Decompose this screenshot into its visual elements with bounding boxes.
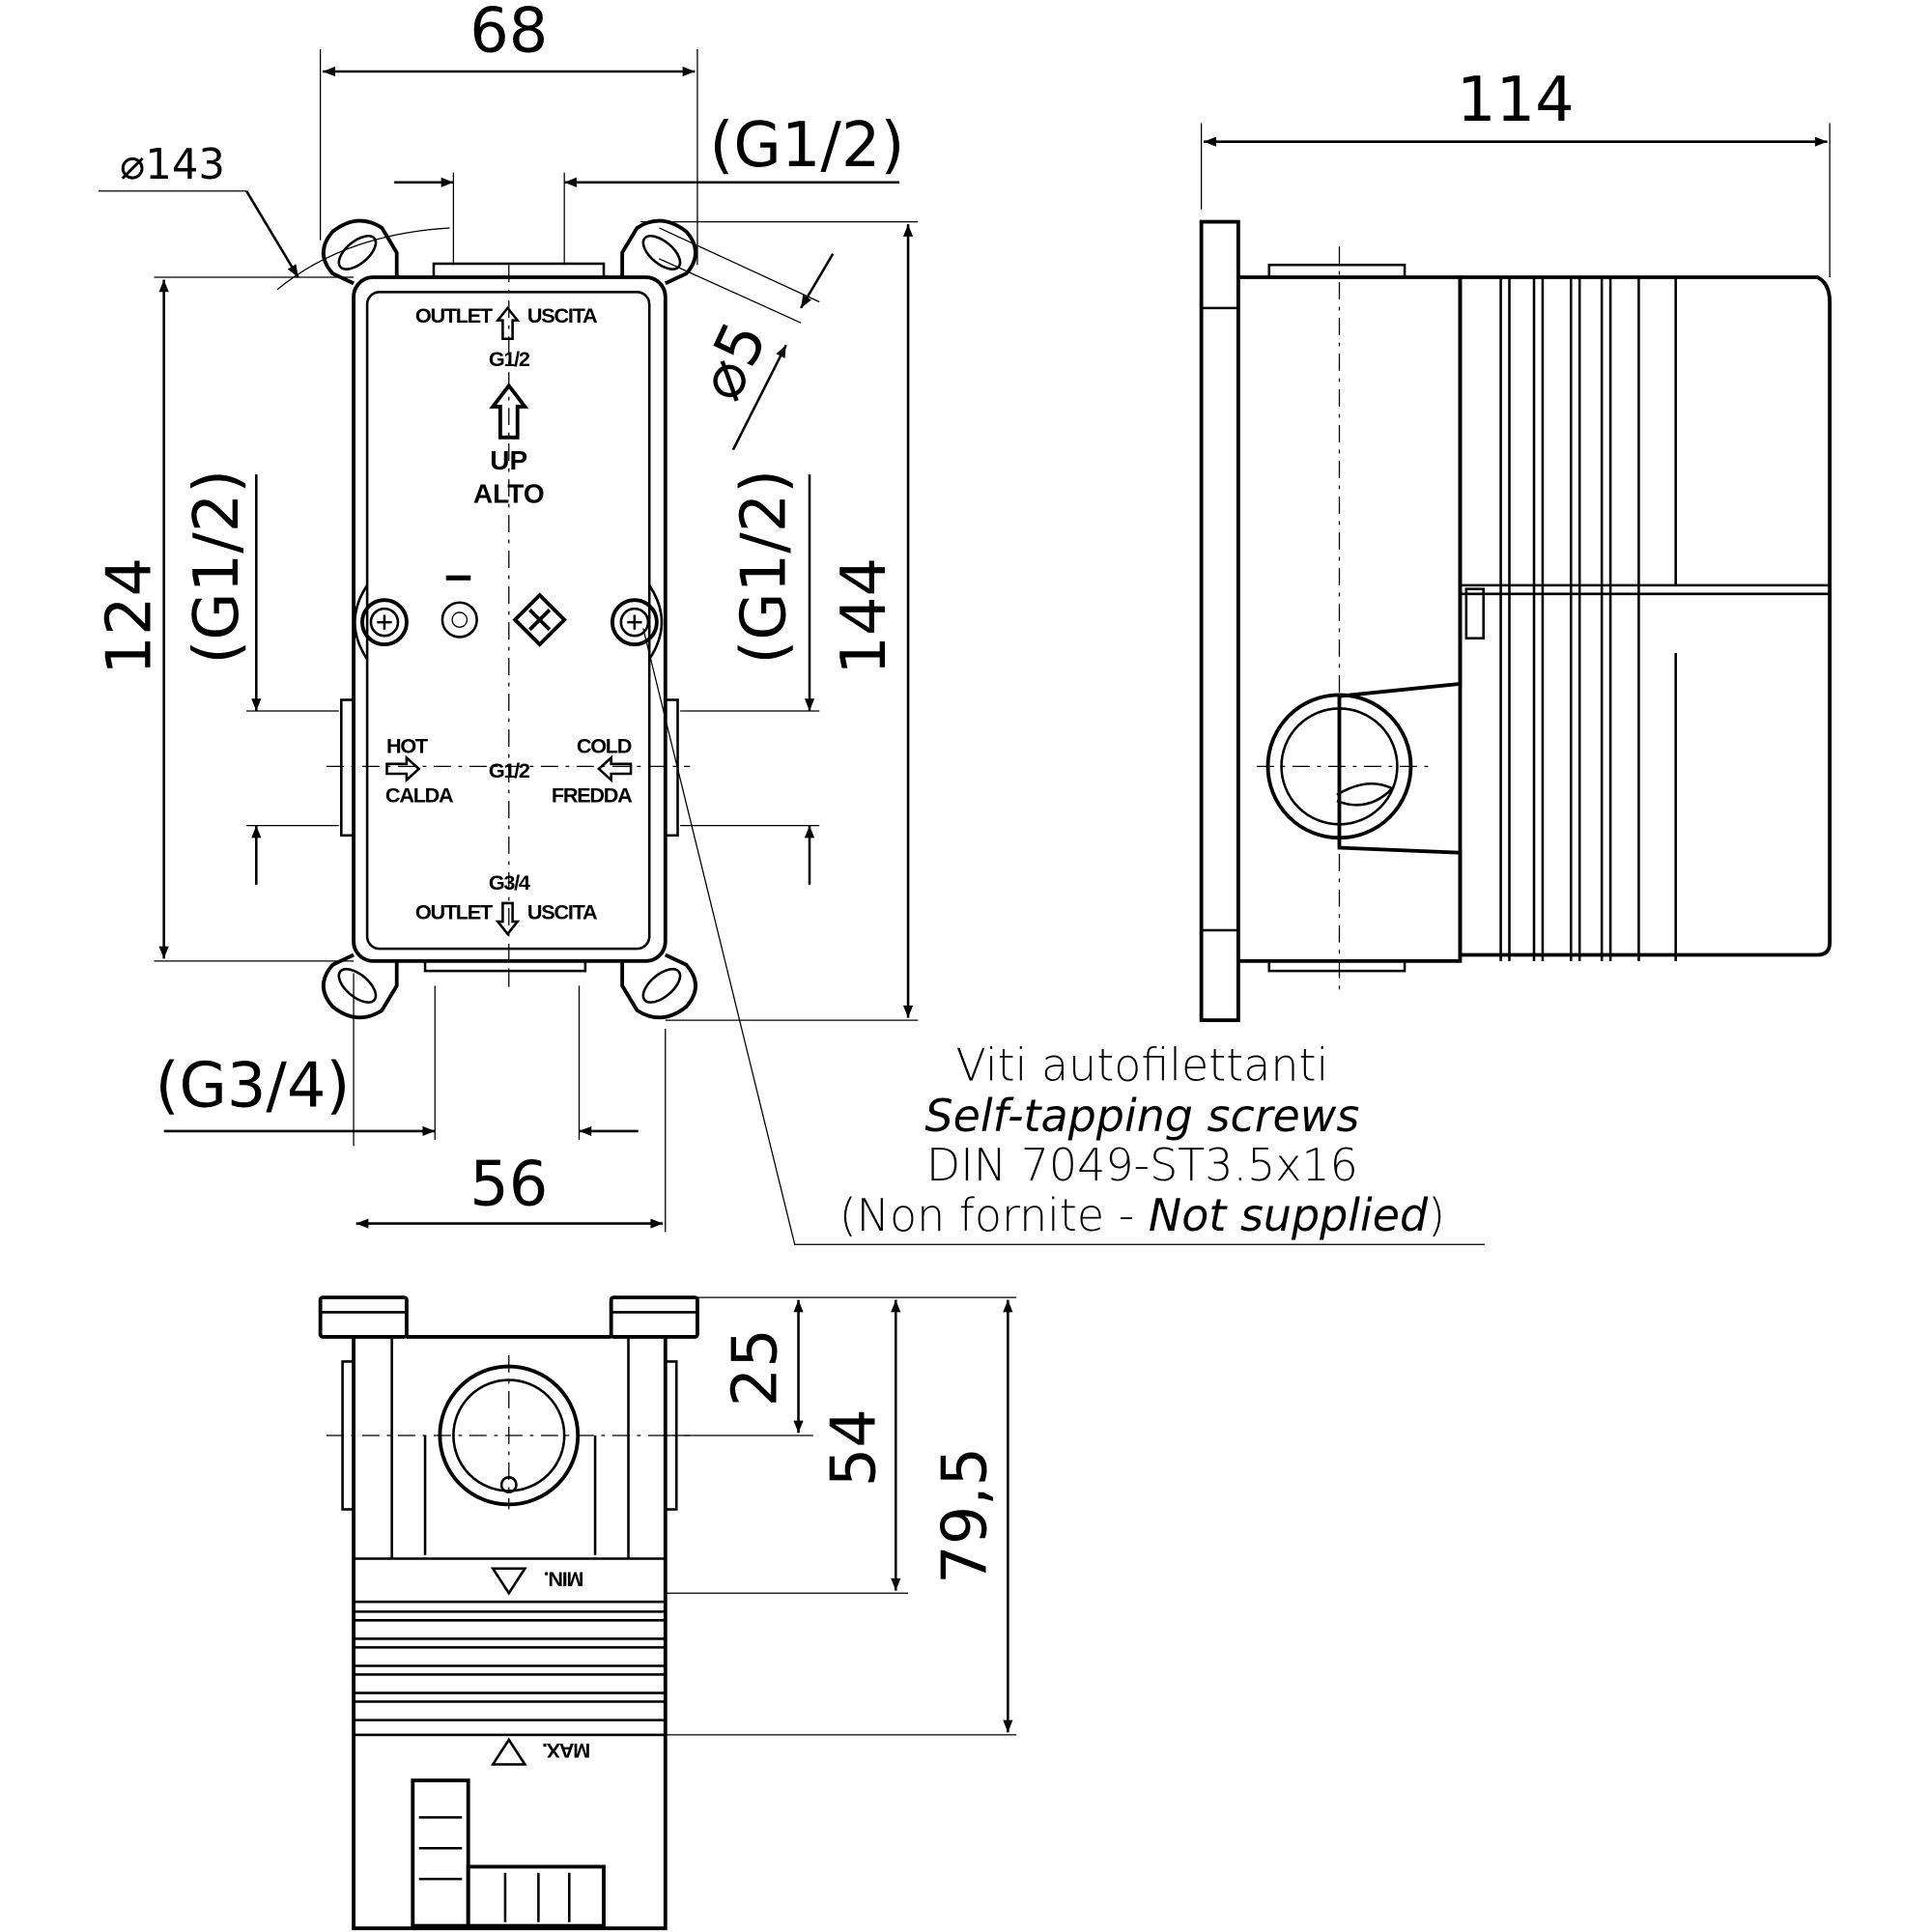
side-body [1237, 275, 1463, 963]
screw-note: Viti autofilettanti Self-tapping screws … [839, 1039, 1445, 1242]
note-line-4-end: ) [1428, 1189, 1445, 1241]
note-line-4-italic: Not supplied [1149, 1189, 1429, 1241]
brand-logo-icon [512, 592, 567, 647]
screw-right [611, 584, 664, 661]
dim-diameter-value: 143 [145, 141, 225, 189]
label-cold: COLD [577, 733, 632, 757]
arrow-up-small-icon [495, 305, 521, 341]
side-flange [1199, 219, 1240, 1023]
label-uscita-bottom: USCITA [527, 900, 598, 924]
top-outlet-boss [432, 262, 606, 279]
label-max: MAX. [543, 1739, 590, 1763]
label-calda: CALDA [385, 782, 454, 807]
front-dimensions: 68 (G1/2) ⌀143 124 (G1/2) (G1/2) 144 ⌀5 … [95, 0, 1485, 1245]
label-outlet-bottom: OUTLET [415, 900, 493, 924]
dim-68: 68 [469, 0, 548, 68]
dim-right-thread: (G1/2) [729, 469, 801, 665]
date-stamp-icon [440, 575, 478, 639]
note-line-3: DIN 7049-ST3.5x16 [926, 1139, 1358, 1191]
arrow-up-icon [489, 383, 529, 440]
dim-top-thread: (G1/2) [710, 110, 905, 182]
arrow-down-icon [495, 901, 521, 936]
dim-114: 114 [1457, 65, 1575, 136]
label-alto: ALTO [473, 478, 545, 508]
dim-bottom-thread: (G3/4) [156, 1050, 351, 1122]
arrow-right-icon [385, 754, 421, 783]
label-thread-top: G1/2 [489, 347, 530, 371]
arrow-left-icon [596, 754, 633, 783]
label-outlet-top: OUTLET [415, 303, 493, 327]
dim-144: 144 [829, 557, 900, 675]
dim-25: 25 [721, 1328, 792, 1406]
label-thread-mid: G1/2 [489, 758, 530, 782]
mounting-lugs [321, 218, 697, 1020]
min-triangle-icon [490, 1567, 527, 1596]
side-drum [1458, 275, 1833, 957]
max-triangle-icon [490, 1737, 527, 1766]
note-line-2: Self-tapping screws [924, 1090, 1359, 1142]
bottom-view: MIN. MAX. 25 54 79,5 [318, 1295, 1017, 1931]
front-view: OUTLET USCITA G1/2 UP ALTO HOT CALDA G1/… [321, 218, 697, 1020]
bottom-body [352, 1335, 668, 1931]
bottom-outlet-boss [423, 959, 587, 973]
note-line-4: (Non fornite - Not supplied) [839, 1189, 1445, 1241]
dim-left-thread: (G1/2) [182, 469, 253, 665]
label-fredda: FREDDA [552, 782, 633, 807]
dim-79-5: 79,5 [929, 1447, 1001, 1584]
dim-diameter-143: ⌀143 [120, 141, 225, 189]
dim-screw-hole: ⌀5 [685, 311, 781, 411]
note-line-1: Viti autofilettanti [956, 1039, 1329, 1092]
note-line-4-regular: (Non fornite - [839, 1189, 1149, 1241]
screw-left [354, 584, 409, 661]
dim-54: 54 [819, 1408, 891, 1487]
diameter-symbol: ⌀ [120, 141, 145, 189]
label-up: UP [490, 445, 527, 475]
left-inlet-boss [340, 698, 355, 838]
dim-124: 124 [95, 557, 166, 675]
label-thread-bottom: G3/4 [489, 870, 530, 895]
label-min: MIN. [545, 1568, 584, 1592]
label-hot: HOT [386, 733, 428, 757]
ribs [354, 1610, 666, 1721]
dim-56: 56 [469, 1149, 548, 1220]
label-uscita-top: USCITA [527, 303, 598, 327]
side-view: 114 [1199, 65, 1833, 1023]
